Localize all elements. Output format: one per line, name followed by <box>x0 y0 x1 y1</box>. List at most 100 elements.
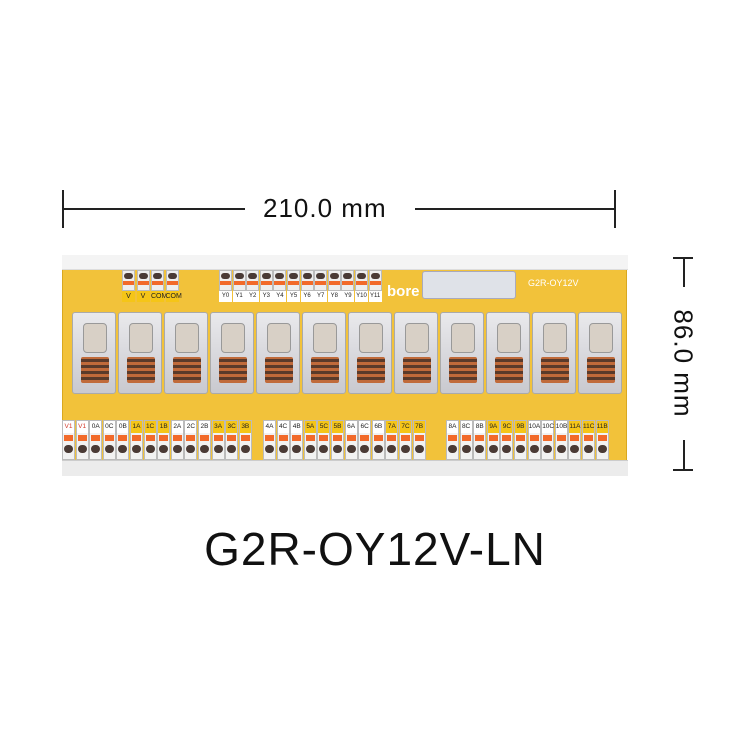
wire-entry <box>240 445 250 453</box>
terminal-lever <box>543 435 553 441</box>
dimension-tick <box>673 469 693 471</box>
terminal-label: Y7 <box>314 291 328 302</box>
wire-entry <box>570 445 580 453</box>
relay-contacts <box>587 357 615 383</box>
terminal-label: Y8 <box>327 291 341 302</box>
terminal-block: 5C <box>317 420 331 460</box>
terminal-block: 5A <box>303 420 317 460</box>
relay <box>256 312 300 394</box>
terminal-label: 0C <box>103 421 115 433</box>
terminal-block <box>273 270 287 291</box>
terminal-lever <box>233 281 245 285</box>
terminal-block <box>246 270 260 291</box>
terminal-block: 0C <box>102 420 116 460</box>
relay-coil <box>129 323 153 353</box>
terminal-block: 10A <box>527 420 541 460</box>
terminal-label: Y1 <box>232 291 246 302</box>
terminal-label: COM <box>151 291 168 302</box>
terminal-label: Y9 <box>341 291 355 302</box>
dimension-tick <box>62 190 64 228</box>
terminal-block: 1A <box>130 420 143 460</box>
terminal-lever <box>305 435 315 441</box>
terminal-label: 1A <box>131 421 142 433</box>
terminal-lever <box>333 435 342 441</box>
wire-entry <box>556 445 566 453</box>
terminal-block <box>165 270 179 291</box>
terminal-block: 10B <box>554 420 568 460</box>
terminal-label: Y4 <box>273 291 287 302</box>
dimension-tick <box>614 190 616 228</box>
relay-coil <box>589 323 613 353</box>
terminal-label: V <box>122 291 135 302</box>
terminal-block: 2B <box>198 420 211 460</box>
terminal-lever <box>166 281 178 285</box>
wire-entry <box>77 445 87 453</box>
terminal-block <box>136 270 150 291</box>
product-title: G2R-OY12V-LN <box>204 523 546 575</box>
wire-entry <box>346 445 356 453</box>
terminal-label: 9C <box>501 421 513 433</box>
terminal-lever <box>172 435 182 441</box>
height-dimension-line <box>683 440 685 470</box>
wire-entry <box>213 445 223 453</box>
terminal-block <box>314 270 328 291</box>
terminal-lever <box>265 435 274 441</box>
terminal-block: V1 <box>75 420 89 460</box>
terminal-lever <box>315 281 327 285</box>
relay-coil <box>83 323 107 353</box>
terminal-lever <box>414 435 424 441</box>
terminal-block: 1C <box>143 420 157 460</box>
terminal-block: 1B <box>157 420 171 460</box>
terminal-label: Y3 <box>259 291 273 302</box>
terminal-lever <box>278 435 288 441</box>
relay-contacts <box>173 357 201 383</box>
terminal-lever <box>292 435 302 441</box>
terminal-lever <box>288 281 299 285</box>
wire-entry <box>145 445 155 453</box>
terminal-label: COM <box>165 291 182 302</box>
terminal-label: 5A <box>304 421 316 433</box>
terminal-label: Y2 <box>246 291 260 302</box>
terminal-block: 4A <box>263 420 276 460</box>
wire-entry <box>64 445 73 453</box>
wire-entry <box>584 445 593 453</box>
wire-entry <box>159 445 169 453</box>
relay-coil <box>221 323 245 353</box>
wire-entry <box>104 445 114 453</box>
terminal-lever <box>584 435 593 441</box>
height-label: 86.0 mm <box>668 309 699 418</box>
terminal-block: 10C <box>541 420 555 460</box>
relay-coil <box>313 323 337 353</box>
ribbon-connector <box>422 271 516 299</box>
terminal-label: 1B <box>158 421 170 433</box>
terminal-label: 2B <box>199 421 210 433</box>
wire-entry <box>373 445 383 453</box>
wire-entry <box>200 445 209 453</box>
model-label: G2R-OY12V <box>528 278 579 288</box>
terminal-label: 1C <box>144 421 156 433</box>
terminal-label: 10B <box>555 421 567 433</box>
terminal-block: 0B <box>116 420 130 460</box>
terminal-block: 8C <box>459 420 473 460</box>
dimension-tick <box>673 257 693 259</box>
terminal-label: Y10 <box>355 291 368 302</box>
terminal-block: 3C <box>225 420 239 460</box>
terminal-label: 5C <box>318 421 330 433</box>
terminal-block: 4B <box>290 420 304 460</box>
relay <box>532 312 576 394</box>
terminal-label: Y11 <box>368 291 382 302</box>
terminal-block: 9B <box>514 420 527 460</box>
wire-entry <box>278 445 288 453</box>
terminal-label: 10A <box>528 421 540 433</box>
relay <box>164 312 208 394</box>
terminal-block <box>341 270 355 291</box>
terminal-label: 9A <box>487 421 499 433</box>
terminal-label: V1 <box>76 421 88 433</box>
terminal-lever <box>401 435 410 441</box>
wire-entry <box>597 445 607 453</box>
width-label: 210.0 mm <box>263 193 387 223</box>
terminal-block <box>259 270 273 291</box>
relay <box>118 312 162 394</box>
terminal-lever <box>387 435 397 441</box>
